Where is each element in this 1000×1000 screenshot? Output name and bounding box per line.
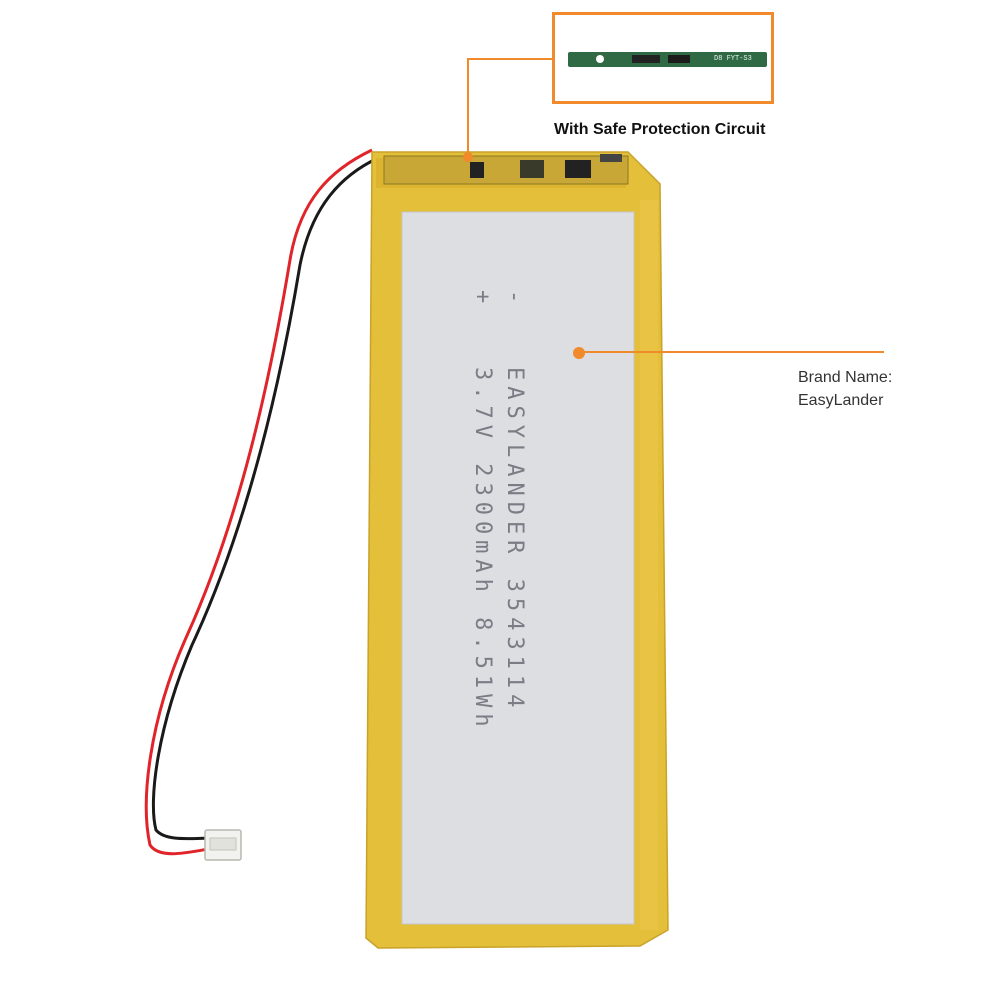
brand-name-callout: Brand Name: EasyLander bbox=[798, 366, 892, 412]
battery-printed-specs: - EASYLANDER 3543114 + 3.7V 2300mAh 8.51… bbox=[466, 290, 530, 733]
brand-name-value: EasyLander bbox=[798, 392, 884, 410]
print-line-1: - EASYLANDER 3543114 bbox=[502, 290, 527, 714]
pcb-chip bbox=[632, 55, 660, 63]
leader-dot bbox=[463, 152, 473, 162]
silver-label bbox=[401, 211, 635, 925]
brand-name-label: Brand Name: bbox=[798, 369, 893, 386]
pcb-component-dot bbox=[596, 55, 604, 63]
pcb-marking: D8 FYT-S3 bbox=[714, 55, 752, 63]
protection-circuit-caption: With Safe Protection Circuit bbox=[554, 121, 766, 138]
leader-line bbox=[467, 58, 469, 156]
leader-line bbox=[467, 58, 553, 60]
print-line-2: + 3.7V 2300mAh 8.51Wh bbox=[470, 290, 495, 733]
pcb-chip bbox=[668, 55, 690, 63]
pcb-closeup-image bbox=[568, 52, 767, 67]
leader-dot bbox=[573, 347, 585, 359]
black-wire bbox=[151, 156, 379, 841]
leader-line bbox=[584, 351, 884, 353]
red-wire bbox=[144, 148, 373, 856]
protection-pcb bbox=[383, 155, 629, 185]
